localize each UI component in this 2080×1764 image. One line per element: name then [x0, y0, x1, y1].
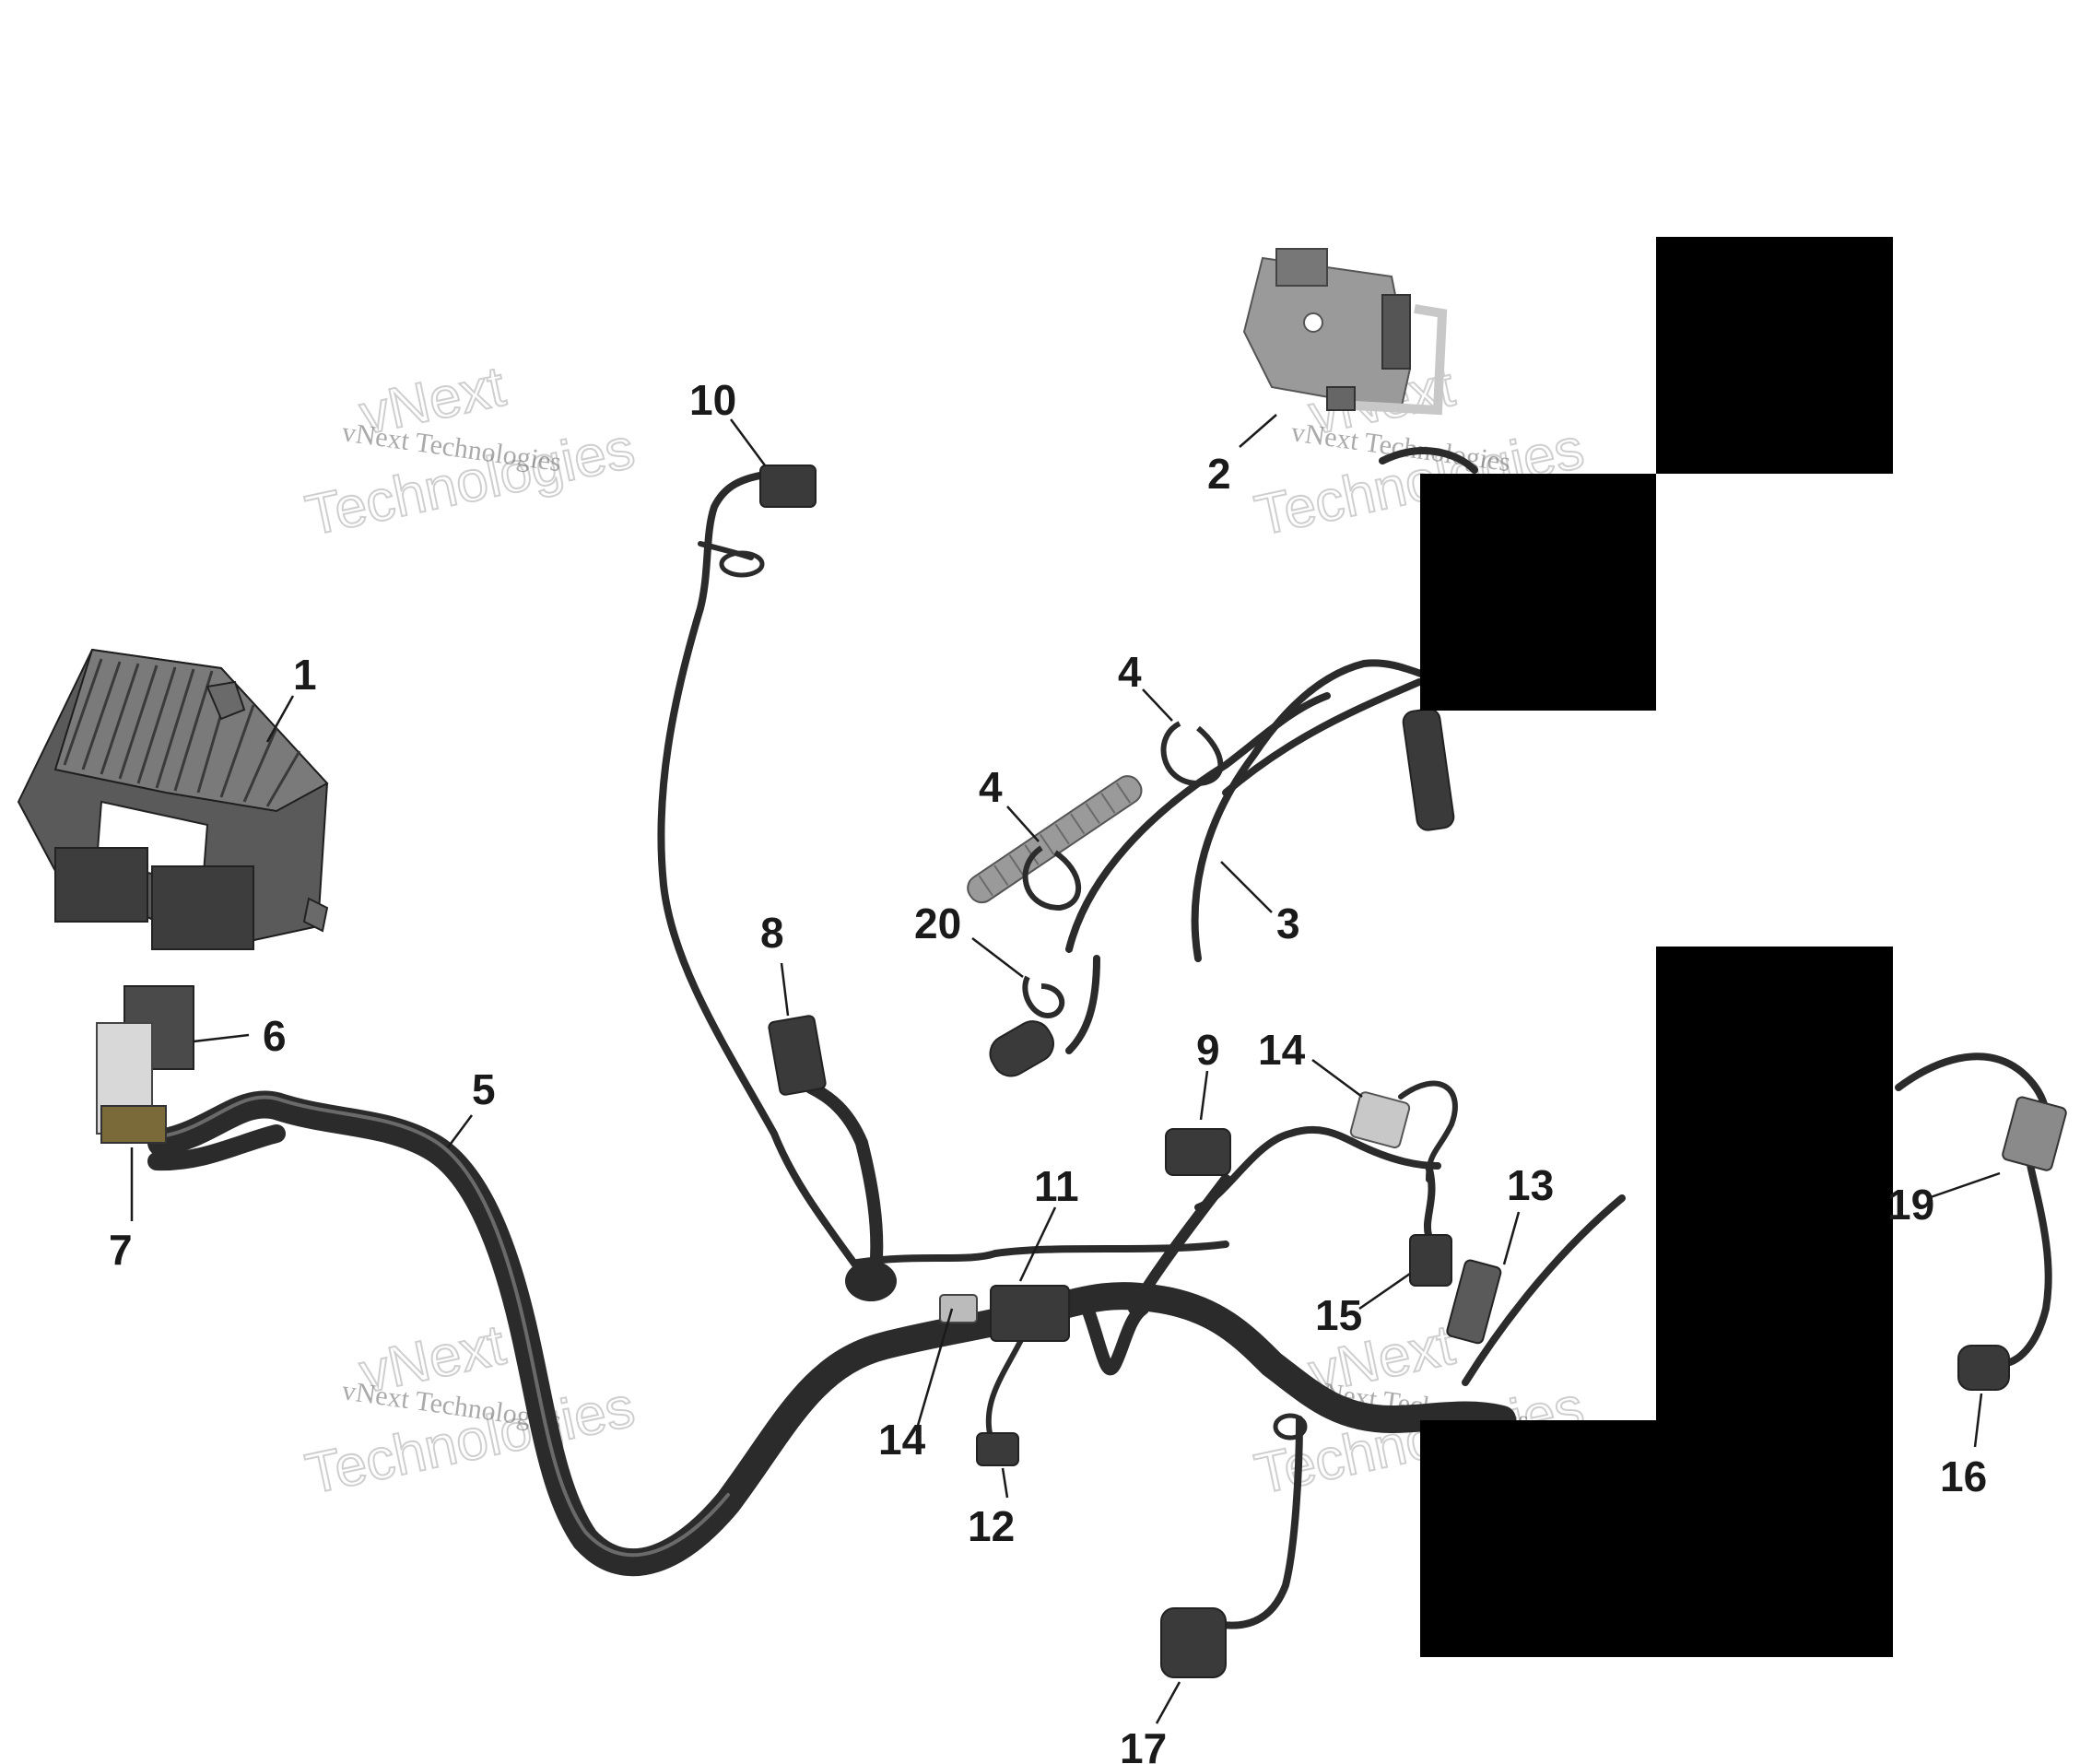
connector-part-13 [1446, 1259, 1502, 1345]
leader-lines [130, 414, 2001, 1724]
callout-3: 3 [1276, 900, 1300, 947]
connector-part-8 [768, 1015, 827, 1096]
connector-part-14-upper [1349, 1091, 1411, 1149]
callout-20: 20 [914, 900, 961, 947]
module-part-2 [1242, 248, 1448, 416]
connector-part-17 [1160, 1607, 1227, 1678]
callout-10: 10 [689, 376, 736, 424]
redaction-blocks [1420, 237, 1893, 1657]
clip-part-20 [1022, 975, 1065, 1018]
callout-4: 4 [1118, 648, 1142, 696]
main-wiring-harness-part [147, 447, 2052, 1629]
grommet-part [845, 1261, 1308, 1441]
callout-16: 16 [1940, 1452, 1987, 1500]
callout-19: 19 [1887, 1181, 1934, 1229]
redaction-block [1420, 474, 1656, 711]
connector-part-19 [2002, 1096, 2067, 1171]
redaction-block [1420, 1420, 1893, 1657]
connector-part-10 [719, 465, 817, 578]
callout-1: 1 [293, 651, 317, 699]
callout-12: 12 [968, 1502, 1015, 1550]
clip-part-4-lower [1022, 845, 1082, 911]
callout-14: 14 [878, 1416, 926, 1464]
callout-5: 5 [472, 1065, 496, 1113]
connector-part-6-7 [96, 985, 194, 1144]
callout-labels: 1 2 3 4 4 5 6 7 8 9 10 11 12 13 14 14 15… [109, 376, 1987, 1764]
callout-11: 11 [1034, 1162, 1079, 1210]
redaction-block [1656, 237, 1893, 474]
callout-2: 2 [1207, 450, 1231, 498]
ecu-module-part [17, 648, 329, 951]
connector-part-12 [976, 1432, 1019, 1466]
callout-7: 7 [109, 1226, 133, 1274]
connector-part-9 [1165, 1128, 1231, 1176]
callout-13: 13 [1507, 1161, 1554, 1209]
callout-9: 9 [1196, 1026, 1220, 1074]
clip-part-4-upper [1160, 721, 1224, 787]
callout-4: 4 [979, 763, 1003, 811]
callout-8: 8 [760, 909, 784, 957]
callout-17: 17 [1120, 1724, 1167, 1764]
callout-15: 15 [1315, 1291, 1362, 1339]
connector-part-16 [1957, 1345, 2010, 1391]
connector-part-15 [1409, 1234, 1452, 1287]
callout-14: 14 [1258, 1026, 1306, 1074]
callout-6: 6 [263, 1012, 287, 1060]
redaction-block [1656, 947, 1893, 1420]
